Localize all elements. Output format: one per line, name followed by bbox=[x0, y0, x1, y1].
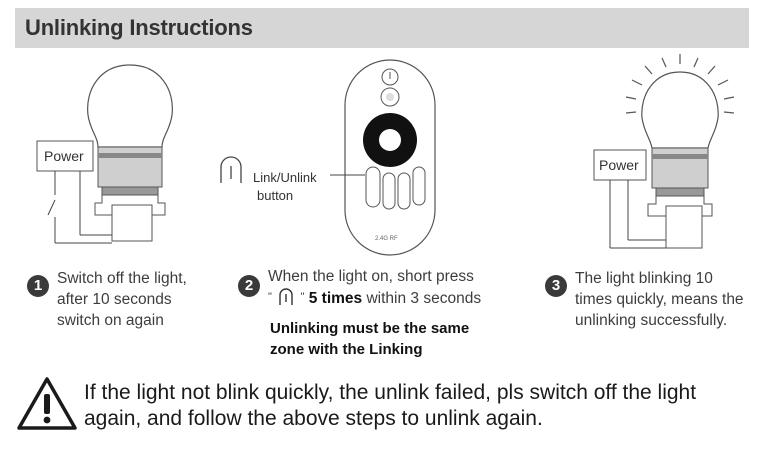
step-3-line: unlinking successfully. bbox=[575, 312, 728, 329]
section-header: Unlinking Instructions bbox=[15, 8, 749, 48]
times-rest: within 3 seconds bbox=[366, 290, 482, 307]
remote-brand-label: 2.4G RF bbox=[375, 236, 398, 242]
quote-open: " bbox=[268, 291, 272, 303]
power-label-right: Power bbox=[599, 157, 639, 173]
step-1-line: Switch off the light, bbox=[57, 270, 187, 287]
step-3-text: The light blinking 10 times quickly, mea… bbox=[575, 268, 744, 331]
link-unlink-button-icon bbox=[279, 288, 293, 305]
note-line: zone with the Linking bbox=[270, 341, 423, 358]
warning-message: If the light not blink quickly, the unli… bbox=[84, 380, 696, 432]
button-callout: button bbox=[257, 188, 293, 203]
warning-line: If the light not blink quickly, the unli… bbox=[84, 381, 697, 404]
remote-illustration: 2.4G RF Link/Unlink button bbox=[220, 59, 436, 256]
warning-line: again, and follow the above steps to unl… bbox=[84, 407, 543, 430]
power-label-left: Power bbox=[44, 148, 84, 164]
step-1-line: after 10 seconds bbox=[57, 291, 172, 308]
step-3-line: The light blinking 10 bbox=[575, 270, 713, 287]
step-2-line-2: " " 5 times within 3 seconds bbox=[268, 287, 481, 309]
warning-triangle-icon bbox=[17, 377, 77, 430]
step-2-badge: 2 bbox=[238, 275, 260, 297]
step-2-line: When the light on, short press bbox=[268, 268, 474, 285]
note-line: Unlinking must be the same bbox=[270, 320, 470, 337]
step-3-badge: 3 bbox=[545, 275, 567, 297]
step-3-line: times quickly, means the bbox=[575, 291, 744, 308]
page-title: Unlinking Instructions bbox=[25, 15, 253, 40]
step-2-text: When the light on, short press " " 5 tim… bbox=[268, 266, 481, 309]
step-1-line: switch on again bbox=[57, 312, 164, 329]
step-1-text: Switch off the light, after 10 seconds s… bbox=[57, 268, 187, 331]
blinking-bulb-illustration: Power bbox=[593, 54, 735, 249]
link-unlink-callout: Link/Unlink bbox=[253, 170, 317, 185]
times-bold: 5 times bbox=[308, 290, 363, 307]
step-1-badge: 1 bbox=[27, 275, 49, 297]
quote-close: " bbox=[300, 291, 305, 303]
bulb-switch-illustration: Power bbox=[36, 64, 173, 244]
linking-zone-note: Unlinking must be the same zone with the… bbox=[270, 318, 469, 360]
